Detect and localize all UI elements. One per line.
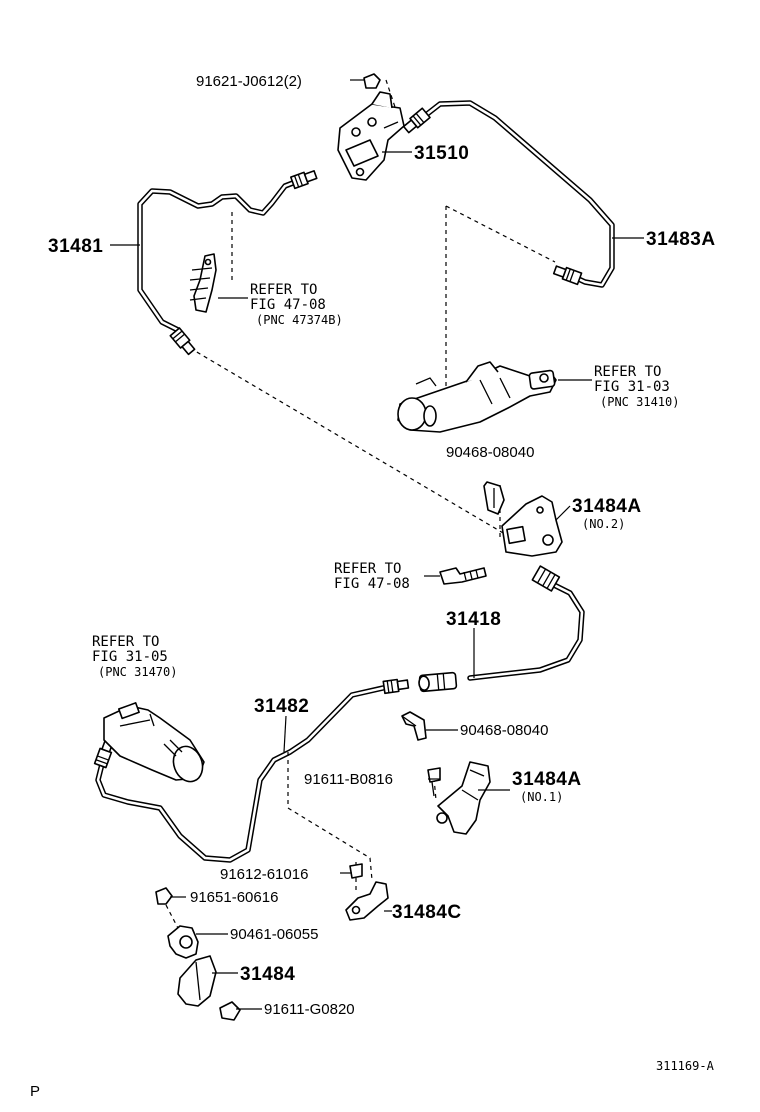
pipe-31481: [137, 175, 309, 333]
bolt-91651: [155, 887, 173, 905]
bracket-31484a-no2: [501, 495, 563, 557]
bolt-refer-47-08: [439, 567, 487, 585]
label-31483a: 31483A: [646, 229, 716, 250]
refer-to-31-05-line1: REFER TO: [92, 634, 159, 650]
fittings: [93, 107, 583, 769]
refer-to-47-08-upper-line3: (PNC 47374B): [256, 313, 343, 327]
clip-90468-upper: [483, 481, 505, 515]
master-cylinder: [397, 361, 557, 433]
refer-to-47-08-upper-line1: REFER TO: [250, 282, 317, 298]
slave-cylinder: [103, 702, 205, 783]
pipe-31483a: [419, 100, 615, 288]
refer-to-31-05-line3: (PNC 31470): [98, 665, 177, 679]
bolt-91611-g0820: [219, 1001, 241, 1021]
refer-to-31-05-line2: FIG 31-05: [92, 649, 168, 665]
corner-mark: P: [30, 1083, 40, 1100]
bracket-31484a-no1: [436, 761, 491, 835]
label-31418: 31418: [446, 609, 501, 630]
label-31484c: 31484C: [392, 902, 462, 923]
label-90468-08040-upper: 90468-08040: [446, 444, 534, 461]
label-31510: 31510: [414, 143, 469, 164]
label-31484a-no2-note: (NO.2): [582, 517, 625, 531]
bolt-91621: [363, 73, 381, 89]
label-31484a-no1-note: (NO.1): [520, 790, 563, 804]
refer-to-47-08-lower-line2: FIG 47-08: [334, 576, 410, 592]
label-31484: 31484: [240, 964, 295, 985]
label-91612-61016: 91612-61016: [220, 866, 308, 883]
refer-to-47-08-lower-line1: REFER TO: [334, 561, 401, 577]
label-91621-j0612: 91621-J0612(2): [196, 73, 302, 90]
dashed-guides: [165, 79, 556, 933]
label-91611-g0820: 91611-G0820: [264, 1001, 355, 1018]
bolt-91612: [349, 863, 363, 879]
pipe-31482: [95, 685, 386, 863]
bolt-91611-b0816: [427, 767, 441, 797]
bracket-31484: [177, 955, 217, 1007]
bracket-31484c: [345, 881, 389, 921]
label-31482: 31482: [254, 696, 309, 717]
pipe-clamp-upper: [189, 253, 217, 313]
junction-block-31510: [337, 91, 405, 181]
clip-90468-lower: [401, 711, 427, 741]
refer-to-31-03-line1: REFER TO: [594, 364, 661, 380]
label-31484a-no2: 31484A: [572, 496, 642, 517]
refer-to-31-03-line3: (PNC 31410): [600, 395, 679, 409]
refer-to-31-03-line2: FIG 31-03: [594, 379, 670, 395]
label-31481: 31481: [48, 236, 103, 257]
label-90461-06055: 90461-06055: [230, 926, 318, 943]
label-91651-60616: 91651-60616: [190, 889, 278, 906]
label-90468-08040-lower: 90468-08040: [460, 722, 548, 739]
label-91611-b0816: 91611-B0816: [304, 771, 393, 788]
figure-code: 311169-A: [656, 1059, 715, 1073]
leader-lines: [110, 79, 644, 1010]
clamp-90461: [167, 925, 199, 959]
hose-31418: [467, 579, 585, 681]
label-31484a-no1: 31484A: [512, 769, 582, 790]
refer-to-47-08-upper-line2: FIG 47-08: [250, 297, 326, 313]
